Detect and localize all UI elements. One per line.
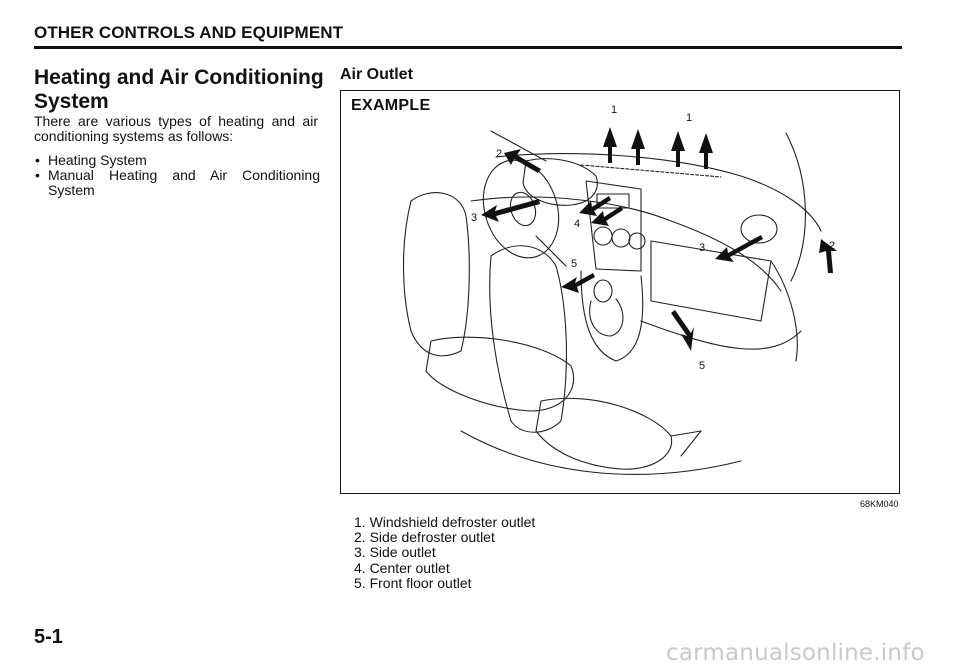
callout-number: 5 bbox=[699, 360, 705, 372]
hvac-knob-left bbox=[593, 226, 613, 246]
list-item: • Heating System bbox=[34, 153, 320, 168]
hvac-knob-right bbox=[628, 232, 646, 250]
instrument-cluster bbox=[522, 158, 598, 206]
legend-item: 5. Front floor outlet bbox=[354, 574, 472, 591]
arrow-center-outlet-2 bbox=[591, 206, 623, 226]
shift-knob bbox=[593, 279, 613, 303]
glove-box bbox=[650, 240, 772, 322]
figure-label: EXAMPLE bbox=[351, 97, 431, 114]
callout-number: 1 bbox=[611, 104, 617, 116]
center-stack bbox=[585, 180, 642, 272]
passenger-footwell bbox=[770, 260, 798, 362]
floor-sill bbox=[460, 430, 742, 475]
systems-list: • Heating System • Manual Heating and Air … bbox=[34, 153, 320, 198]
arrow-windshield-defroster-2 bbox=[631, 129, 645, 165]
arrow-center-outlet-1 bbox=[579, 196, 611, 216]
passenger-seat-cushion bbox=[535, 397, 673, 470]
door-sill bbox=[670, 430, 702, 457]
passenger-seat-back bbox=[489, 245, 568, 433]
arrow-side-outlet-left bbox=[481, 199, 540, 222]
callout-number: 1 bbox=[686, 112, 692, 124]
driver-seat-cushion bbox=[425, 336, 575, 412]
dash-defroster-strip bbox=[580, 164, 722, 178]
driver-seat-back bbox=[402, 192, 470, 357]
legend-item: 1. Windshield defroster outlet bbox=[354, 514, 536, 530]
legend-item: 4. Center outlet bbox=[354, 559, 450, 576]
list-item-text: Manual Heating and Air Conditioning Syst… bbox=[48, 167, 320, 198]
steering-column bbox=[535, 235, 567, 267]
callout-number: 5 bbox=[571, 258, 577, 270]
section-header: OTHER CONTROLS AND EQUIPMENT bbox=[34, 23, 344, 42]
watermark: carmanualsonline.info bbox=[666, 640, 925, 666]
arrow-side-outlet-right bbox=[715, 235, 763, 262]
lower-trim bbox=[640, 320, 802, 350]
section-heading: Heating and Air Conditioning System bbox=[34, 66, 324, 113]
legend-item: 3. Side outlet bbox=[354, 544, 436, 561]
center-vent bbox=[596, 193, 630, 209]
figure-frame: 1 1 2 2 3 3 4 5 5 EXAMPLE bbox=[340, 90, 900, 494]
arrow-side-defroster-right bbox=[819, 239, 837, 273]
a-pillar-right bbox=[785, 132, 806, 282]
arrow-windshield-defroster-4 bbox=[699, 133, 713, 169]
dashboard-illustration: 1 1 2 2 3 3 4 5 5 bbox=[402, 104, 837, 475]
callout-number: 3 bbox=[699, 242, 705, 254]
arrow-front-floor-left bbox=[561, 273, 595, 293]
subsection-heading: Air Outlet bbox=[340, 66, 413, 83]
callout-number: 4 bbox=[574, 218, 580, 230]
dash-top bbox=[495, 153, 822, 232]
dash-lower bbox=[470, 196, 782, 292]
arrow-windshield-defroster-3 bbox=[671, 131, 685, 167]
header-rule bbox=[34, 46, 902, 49]
list-item: • Manual Heating and Air Conditioning Sys… bbox=[34, 168, 320, 198]
callout-number: 2 bbox=[829, 240, 835, 252]
shift-boot bbox=[589, 298, 624, 337]
arrow-windshield-defroster-1 bbox=[603, 127, 617, 163]
arrow-front-floor-right bbox=[671, 310, 694, 351]
intro-paragraph: There are various types of heating and a… bbox=[34, 113, 318, 144]
hvac-knob-mid bbox=[611, 228, 631, 248]
bullet: • bbox=[35, 167, 40, 183]
callout-number: 3 bbox=[471, 212, 477, 224]
arrow-side-defroster-left bbox=[504, 149, 541, 173]
legend-item: 2. Side defroster outlet bbox=[354, 529, 495, 546]
callout-number: 2 bbox=[496, 148, 502, 160]
steering-wheel bbox=[482, 159, 560, 259]
page-number: 5-1 bbox=[34, 626, 63, 648]
shifter-console bbox=[580, 270, 644, 362]
list-item-text: Heating System bbox=[48, 152, 147, 168]
windshield-edge bbox=[490, 130, 547, 162]
side-vent-right bbox=[740, 214, 778, 244]
figure-code: 68KM040 bbox=[860, 499, 899, 509]
legend-list: 1. Windshield defroster outlet 2. Side d… bbox=[354, 514, 536, 591]
bullet: • bbox=[35, 152, 40, 168]
